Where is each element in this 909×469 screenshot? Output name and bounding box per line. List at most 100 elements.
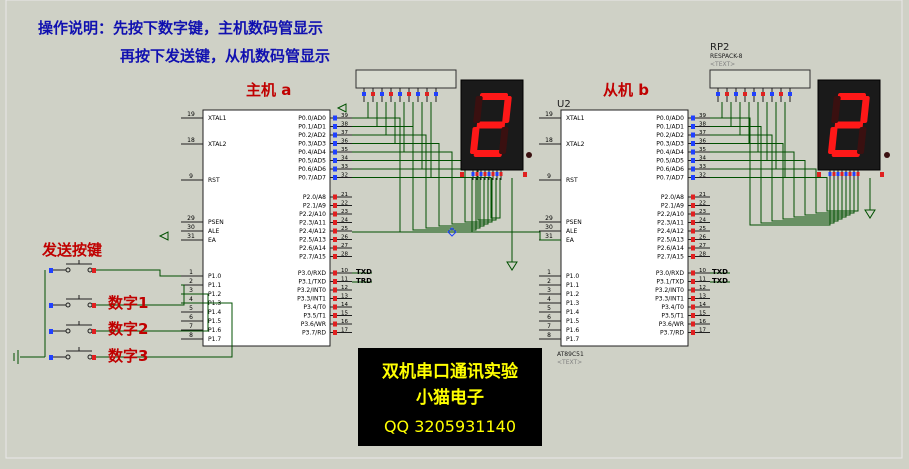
master-right-pin-name: P0.2/AD2 xyxy=(298,132,326,139)
rp-pin-marker xyxy=(788,92,792,96)
slave-right-pin-number: 32 xyxy=(699,173,706,179)
slave-right-pin-marker xyxy=(691,304,695,310)
display-pin-marker xyxy=(852,172,856,176)
rp-pin-marker xyxy=(416,92,420,96)
slave-right-pin-name: P2.3/A11 xyxy=(657,220,684,227)
master-resistor-pack[interactable] xyxy=(355,69,457,89)
slave-right-pin-number: 28 xyxy=(699,252,706,258)
master-right-pin-number: 37 xyxy=(341,130,348,136)
slave-right-pin-name: P2.0/A8 xyxy=(661,194,684,201)
slave-resistor-pack[interactable] xyxy=(709,69,811,89)
display-pin-marker xyxy=(848,172,852,176)
segment-c xyxy=(857,127,867,154)
display-pin-marker xyxy=(840,172,844,176)
button-contact xyxy=(87,354,93,360)
rp-pin-marker xyxy=(743,92,747,96)
master-right-pin-number: 15 xyxy=(341,311,348,317)
master-left-pin-name: RST xyxy=(208,177,220,184)
resistor-pack-pins xyxy=(362,88,792,102)
slave-right-pin-number: 14 xyxy=(699,302,706,308)
master-right-pin-number: 28 xyxy=(341,252,348,258)
slave-right-pin-marker xyxy=(691,313,695,318)
slave-right-pin-name: P2.5/A13 xyxy=(657,237,684,244)
slave-right-pin-name: P0.6/AD6 xyxy=(656,166,684,173)
slave-right-pin-number: 38 xyxy=(699,122,706,128)
master-right-pin-number: 12 xyxy=(341,285,348,291)
slave-right-pin-marker xyxy=(691,158,695,163)
master-left-pin-number: 7 xyxy=(189,323,193,330)
slave-right-pin-name: P2.2/A10 xyxy=(657,211,684,218)
bus-junction-marker xyxy=(447,227,457,237)
master-p0-to-display-wire xyxy=(352,177,501,219)
slave-p0-to-display-wire xyxy=(710,126,835,224)
rp-pin-marker xyxy=(407,92,411,96)
master-right-pin-marker xyxy=(333,220,337,225)
master-right-pin-marker xyxy=(333,237,337,242)
master-right-pin-marker xyxy=(333,158,337,163)
master-txd-label: TXD xyxy=(356,268,372,276)
segment-d xyxy=(831,150,861,157)
slave-p0-to-display-wire xyxy=(710,143,843,220)
slave-left-pin-number: 5 xyxy=(547,305,551,312)
slave-mcu-chip[interactable] xyxy=(560,109,689,347)
master-p0-to-display-wire xyxy=(352,143,485,227)
push-buttons xyxy=(49,260,96,360)
master-right-pin-marker xyxy=(333,132,337,138)
slave-right-pin-name: P3.6/WR xyxy=(659,321,684,328)
slave-left-pin-number: 6 xyxy=(547,314,551,321)
master-right-pin-marker xyxy=(333,124,337,129)
button-contact xyxy=(87,328,93,334)
master-p0-to-display-wire xyxy=(352,168,497,221)
master-right-pin-name: P3.2/INT0 xyxy=(297,287,326,294)
master-left-pin-number: 5 xyxy=(189,305,193,312)
banner-line-1: 双机串口通讯实验 xyxy=(382,361,519,382)
slave-right-pin-name: P0.4/AD4 xyxy=(656,149,684,156)
slave-right-pin-marker xyxy=(691,124,695,129)
slave-right-pin-name: P0.7/AD7 xyxy=(656,175,684,182)
master-right-pin-marker xyxy=(333,330,337,335)
slave-left-pin-number: 2 xyxy=(547,278,551,285)
slave-right-pin-marker xyxy=(691,194,695,200)
slave-right-pin-marker xyxy=(691,203,695,208)
slave-digit-segments xyxy=(828,93,890,158)
slave-right-pin-name: P0.0/AD0 xyxy=(656,115,684,122)
display-pin-marker xyxy=(828,172,832,176)
master-right-pin-name: P0.4/AD4 xyxy=(298,149,326,156)
slave-p0-to-rp-wire xyxy=(710,102,786,178)
master-left-pin-number: 8 xyxy=(189,332,193,339)
slave-left-pin-name: EA xyxy=(566,237,575,244)
master-right-pin-marker xyxy=(333,175,337,180)
display-pin-marker xyxy=(471,172,475,176)
master-right-pin-name: P0.0/AD0 xyxy=(298,115,326,122)
master-right-pin-name: P0.7/AD7 xyxy=(298,175,326,182)
digit2-button-label: 数字2 xyxy=(108,320,148,338)
master-right-pin-name: P0.5/AD5 xyxy=(298,158,326,165)
master-left-pin-number: 2 xyxy=(189,278,193,285)
slave-p0-to-display-wire xyxy=(710,134,839,222)
slave-right-pin-name: P0.2/AD2 xyxy=(656,132,684,139)
master-p0-to-display-wire xyxy=(352,151,489,225)
slave-left-pin-number: 7 xyxy=(547,323,551,330)
slave-right-pin-number: 17 xyxy=(699,328,706,334)
master-p0-to-display-wire xyxy=(352,134,481,229)
button-contact xyxy=(65,302,71,308)
slave-right-pin-marker xyxy=(691,330,695,335)
slave-p0-to-display-wire xyxy=(710,160,851,216)
master-trd-label: TRD xyxy=(356,277,372,285)
slave-right-pin-marker xyxy=(691,211,695,217)
rp-pin-marker xyxy=(371,92,375,96)
slave-right-pin-marker xyxy=(691,220,695,225)
master-right-pin-marker xyxy=(333,149,337,155)
slave-right-pin-number: 21 xyxy=(699,192,706,198)
master-p0-to-rp-wire xyxy=(352,102,369,119)
master-p0-to-rp-wire xyxy=(352,102,432,178)
button-to-p1-wire xyxy=(96,284,185,306)
slave-right-pin-name: P2.1/A9 xyxy=(661,203,684,210)
master-left-pin-number: 30 xyxy=(187,224,195,231)
ea-arrow xyxy=(158,231,169,241)
slave-left-pin-name: P1.0 xyxy=(566,273,579,280)
master-left-pin-number: 31 xyxy=(187,233,195,240)
rp-pin-marker xyxy=(389,92,393,96)
master-mcu-chip[interactable] xyxy=(202,109,331,347)
master-right-pin-marker xyxy=(333,270,337,276)
